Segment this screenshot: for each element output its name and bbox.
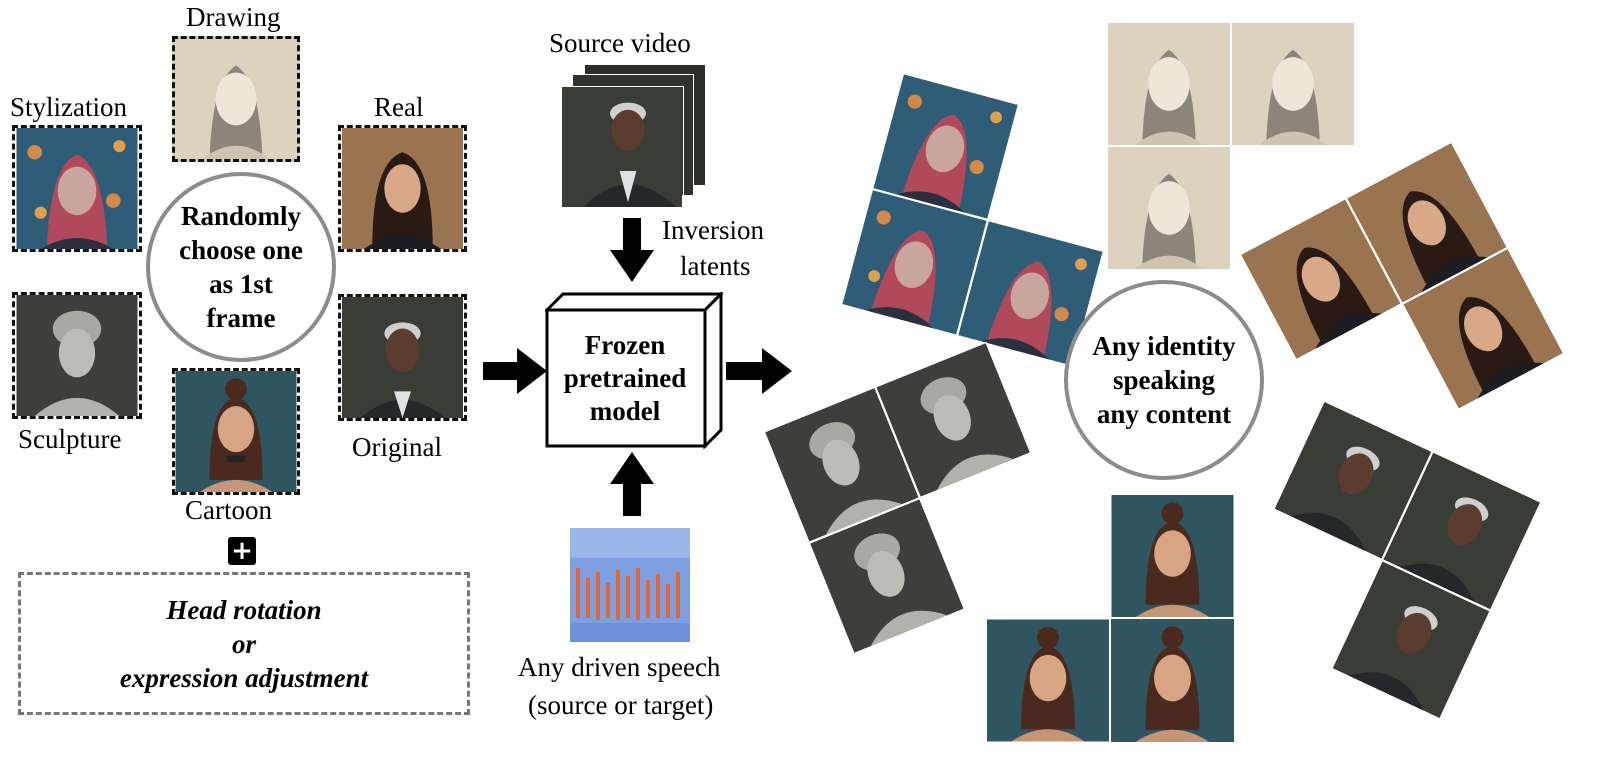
drawing-image xyxy=(172,36,300,162)
adjust-line3: expression adjustment xyxy=(119,662,369,693)
speech-label-line2: (source or target) xyxy=(528,690,714,720)
choose-circle-line4: frame xyxy=(206,303,276,333)
model-line2: pretrained xyxy=(563,362,687,393)
video-frame-front xyxy=(560,86,684,208)
source-video-stack xyxy=(560,64,706,208)
frozen-model-box: Frozen pretrained model xyxy=(547,310,703,446)
output-real-frame xyxy=(1345,141,1508,304)
cartoon-label: Cartoon xyxy=(185,495,272,525)
output-cartoon-frame xyxy=(1110,618,1235,743)
frozen-model-box-shape xyxy=(545,292,723,450)
output-real-group xyxy=(1239,141,1565,467)
right-arrow-icon xyxy=(483,348,547,394)
choose-circle-line1: Randomly xyxy=(180,201,302,231)
output-drawing-frame xyxy=(1231,22,1355,146)
speech-spectrogram xyxy=(570,528,690,642)
cartoon-image xyxy=(172,368,300,495)
output-original-frame xyxy=(1331,560,1491,720)
real-label: Real xyxy=(374,92,424,122)
output-original-frame xyxy=(1382,451,1542,611)
adjust-line1: Head rotation xyxy=(166,594,322,625)
output-circle-line1: Any identity xyxy=(1092,331,1236,361)
output-real-frame xyxy=(1239,198,1402,361)
plus-icon: + xyxy=(228,537,256,565)
stylization-image xyxy=(12,125,142,252)
original-label: Original xyxy=(352,432,442,462)
output-circle-line2: speaking xyxy=(1112,365,1216,395)
adjustment-box: Head rotation or expression adjustment xyxy=(18,572,470,715)
drawing-label: Drawing xyxy=(186,2,281,32)
output-stylization-frame xyxy=(872,73,1020,221)
choose-first-frame-circle: Randomly choose one as 1st frame xyxy=(146,172,336,362)
output-circle-line3: any content xyxy=(1096,399,1232,429)
output-stylization-group xyxy=(841,73,1135,367)
stylization-label: Stylization xyxy=(10,92,127,122)
adjust-line2: or xyxy=(231,628,256,659)
down-arrow-icon xyxy=(610,218,654,282)
speech-label-line1: Any driven speech xyxy=(518,652,721,682)
output-sculpture-group xyxy=(763,341,1076,655)
right-arrow-icon xyxy=(726,348,792,394)
original-image xyxy=(338,294,467,421)
output-original-group xyxy=(1223,400,1542,720)
inversion-latents-label-line2: latents xyxy=(680,251,751,281)
output-sculpture-frame xyxy=(763,386,920,543)
output-sculpture-frame xyxy=(875,341,1032,498)
real-image xyxy=(338,125,467,252)
model-line1: Frozen xyxy=(584,329,666,360)
sculpture-label: Sculpture xyxy=(18,424,122,454)
output-sculpture-frame xyxy=(808,498,965,655)
output-stylization-frame xyxy=(956,220,1104,367)
choose-circle-line3: as 1st xyxy=(209,269,273,299)
plus-symbol: + xyxy=(231,536,253,566)
any-identity-circle: Any identity speaking any content xyxy=(1064,280,1264,480)
output-drawing-frame xyxy=(1107,146,1231,270)
output-real-frame xyxy=(1402,247,1565,410)
up-arrow-icon xyxy=(610,452,654,516)
inversion-latents-label-line1: Inversion xyxy=(662,215,764,245)
sculpture-image xyxy=(12,292,142,419)
output-drawing-frame xyxy=(1107,22,1231,146)
model-line3: model xyxy=(589,395,661,426)
output-original-frame xyxy=(1273,400,1433,560)
output-cartoon-frame xyxy=(986,618,1110,743)
output-cartoon-frame xyxy=(1110,494,1235,618)
choose-circle-line2: choose one xyxy=(179,235,303,265)
output-stylization-frame xyxy=(841,188,988,336)
source-video-label: Source video xyxy=(549,28,691,58)
